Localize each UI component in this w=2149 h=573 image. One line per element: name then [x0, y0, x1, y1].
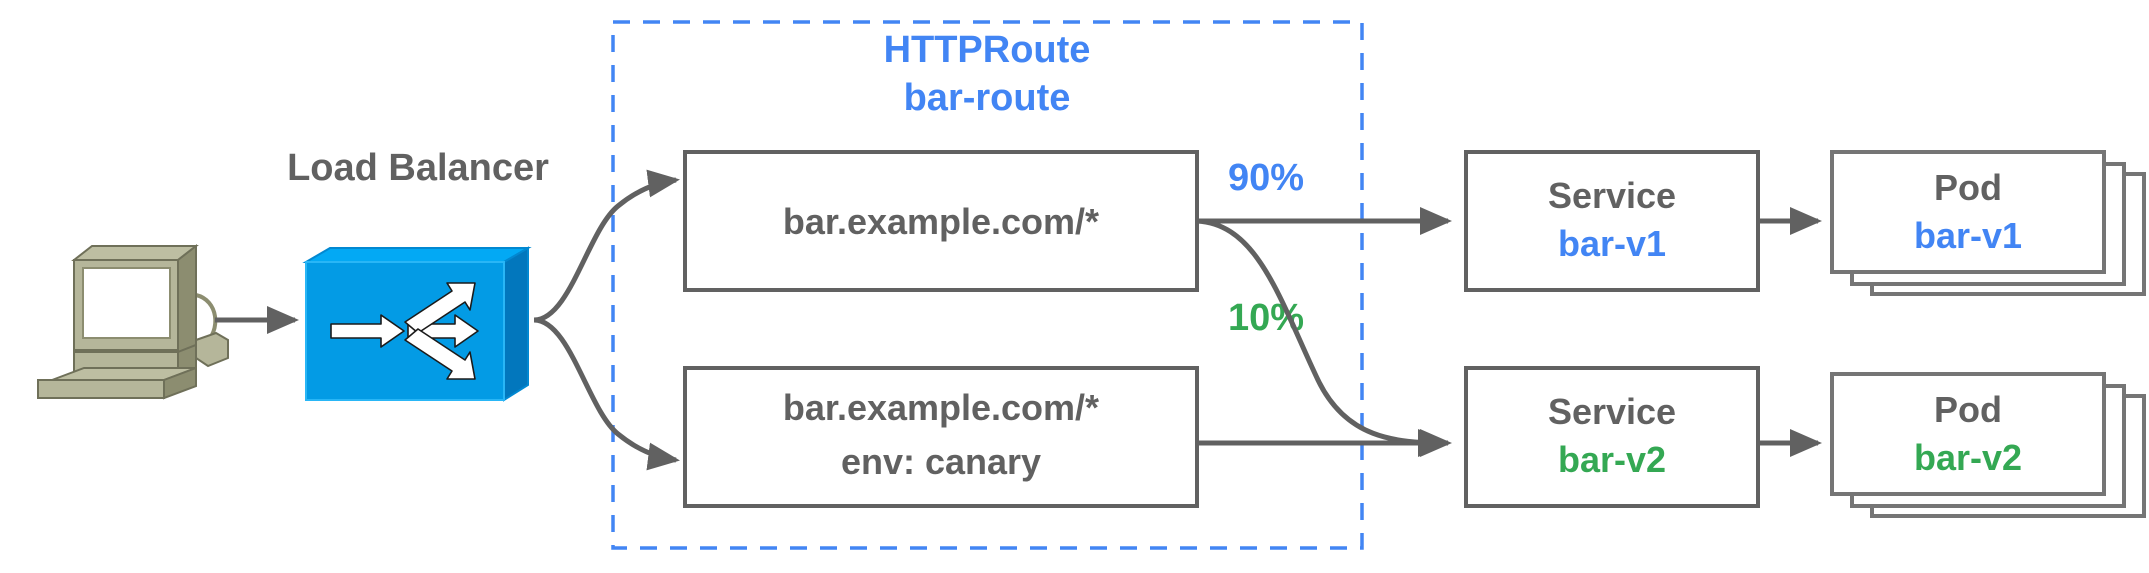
service-bar-v1[interactable]: Service bar-v1 — [1464, 150, 1760, 292]
load-balancer-fanout-icon — [302, 246, 532, 402]
desktop-computer-icon — [37, 243, 229, 400]
pod-bar-v2-name: bar-v2 — [1914, 437, 2022, 478]
rule-primary-line-1: bar.example.com/* — [783, 201, 1099, 242]
httproute-name-label: bar-route — [904, 77, 1071, 119]
edge-rule-primary-to-service-bar-v2 — [1196, 218, 1451, 457]
service-bar-v1-kind: Service — [1548, 175, 1676, 216]
httproute-group-boundary — [611, 20, 1364, 550]
weight-label-10: 10% — [1228, 297, 1304, 339]
service-bar-v2-kind: Service — [1548, 391, 1676, 432]
service-bar-v1-name: bar-v1 — [1558, 223, 1666, 264]
pod-bar-v1-kind: Pod — [1934, 167, 2002, 208]
service-bar-v2-name: bar-v2 — [1558, 439, 1666, 480]
service-bar-v2[interactable]: Service bar-v2 — [1464, 366, 1760, 508]
pod-bar-v2-replica-1 — [1830, 372, 2106, 496]
rule-canary-line-2: env: canary — [841, 441, 1041, 482]
rule-box-primary[interactable]: bar.example.com/* — [683, 150, 1199, 292]
pod-bar-v1-replica-1 — [1830, 150, 2106, 274]
httproute-kind-label: HTTPRoute — [884, 29, 1091, 71]
pod-bar-v2[interactable]: Pod bar-v2 — [1830, 372, 2146, 518]
pod-bar-v1[interactable]: Pod bar-v1 — [1830, 150, 2146, 296]
weight-label-90: 90% — [1228, 157, 1304, 199]
edge-lb-to-rule-primary — [533, 169, 680, 323]
pod-bar-v2-kind: Pod — [1934, 389, 2002, 430]
edge-lb-to-rule-canary — [533, 317, 680, 471]
rule-canary-line-1: bar.example.com/* — [783, 387, 1099, 428]
load-balancer-label: Load Balancer — [287, 147, 549, 189]
pod-bar-v1-name: bar-v1 — [1914, 215, 2022, 256]
rule-box-canary[interactable]: bar.example.com/* env: canary — [683, 366, 1199, 508]
